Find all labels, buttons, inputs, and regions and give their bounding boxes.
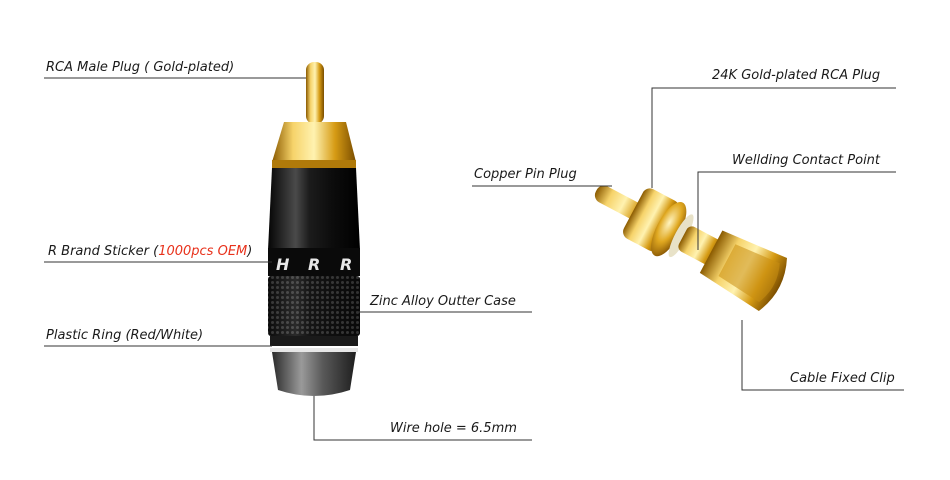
leader-gold-plug (651, 87, 896, 188)
clip-inner (718, 244, 780, 303)
label-rca-plug: RCA Male Plug ( Gold-plated) (46, 60, 235, 75)
sticker-letter-3: R (340, 255, 352, 274)
grip-shade (268, 276, 360, 336)
label-welding-point: Wellding Contact Point (732, 153, 881, 168)
sticker-letter-1: H (276, 255, 290, 274)
label-plastic-ring: Plastic Ring (Red/White) (46, 328, 204, 343)
label-gold-plug: 24K Gold-plated RCA Plug (712, 68, 881, 83)
collar-edge (272, 160, 356, 168)
label-brand-sticker-suffix: ) (247, 244, 253, 259)
ring-base (270, 336, 358, 346)
label-copper-pin: Copper Pin Plug (474, 167, 577, 182)
sticker-letter-2: R (308, 255, 320, 274)
gold-collar (272, 122, 356, 162)
right-rca-parts (594, 185, 787, 312)
tail-boot (272, 352, 356, 396)
insulator-ring (668, 214, 694, 258)
label-wire-hole: Wire hole = 6.5mm (390, 421, 517, 436)
left-rca-connector: H R R (268, 62, 360, 396)
leader-wire-hole (313, 396, 532, 441)
label-zinc-case: Zinc Alloy Outter Case (370, 294, 516, 309)
label-brand-sticker-prefix: R Brand Sticker ( (48, 244, 159, 259)
label-brand-sticker: R Brand Sticker (1000pcs OEM) (48, 244, 252, 260)
collar-face (651, 202, 687, 257)
plastic-ring (270, 348, 358, 352)
leader-cable-clip (741, 320, 904, 391)
brand-sticker-band (268, 248, 360, 276)
center-pin (306, 62, 324, 124)
black-body (268, 168, 360, 250)
leader-welding-point (697, 171, 896, 250)
label-brand-sticker-highlight: 1000pcs OEM (158, 244, 248, 259)
label-cable-clip: Cable Fixed Clip (790, 371, 895, 386)
